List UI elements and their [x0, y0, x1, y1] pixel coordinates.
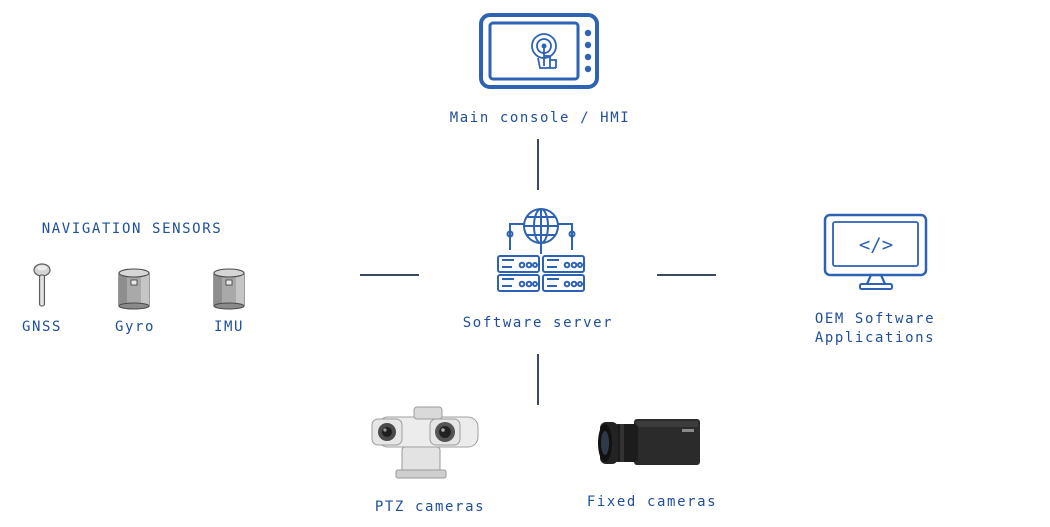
connector-nav-server: [360, 274, 419, 276]
ptz-camera-image: [370, 403, 480, 481]
server-globe-icon: [497, 208, 585, 292]
navigation-sensors-heading: NAVIGATION SENSORS: [41, 221, 223, 237]
connector-server-cameras: [537, 354, 539, 405]
console-node: [478, 12, 600, 90]
imu-cylinder-icon: [212, 268, 246, 310]
server-node: [496, 204, 586, 294]
oem-label-line1: OEM Software: [814, 311, 936, 327]
fixed-label: Fixed cameras: [586, 494, 718, 510]
monitor-code-icon: </>: [823, 213, 928, 290]
console-label: Main console / HMI: [449, 110, 631, 126]
gyro-cylinder-icon: [117, 268, 151, 310]
sensor-label-gyro: Gyro: [114, 319, 156, 335]
fixed-camera-image: [596, 414, 702, 474]
ptz-label: PTZ cameras: [374, 499, 486, 515]
gnss-antenna-icon: [32, 262, 52, 308]
connector-console-server: [537, 139, 539, 190]
sensor-label-gnss: GNSS: [21, 319, 63, 335]
svg-text:</>: </>: [859, 234, 893, 256]
tablet-hmi-icon: [479, 13, 599, 89]
connector-server-oem: [657, 274, 716, 276]
sensor-label-imu: IMU: [213, 319, 245, 335]
oem-label-line2: Applications: [814, 330, 936, 346]
oem-node: </>: [822, 212, 930, 292]
server-label: Software server: [462, 315, 614, 331]
